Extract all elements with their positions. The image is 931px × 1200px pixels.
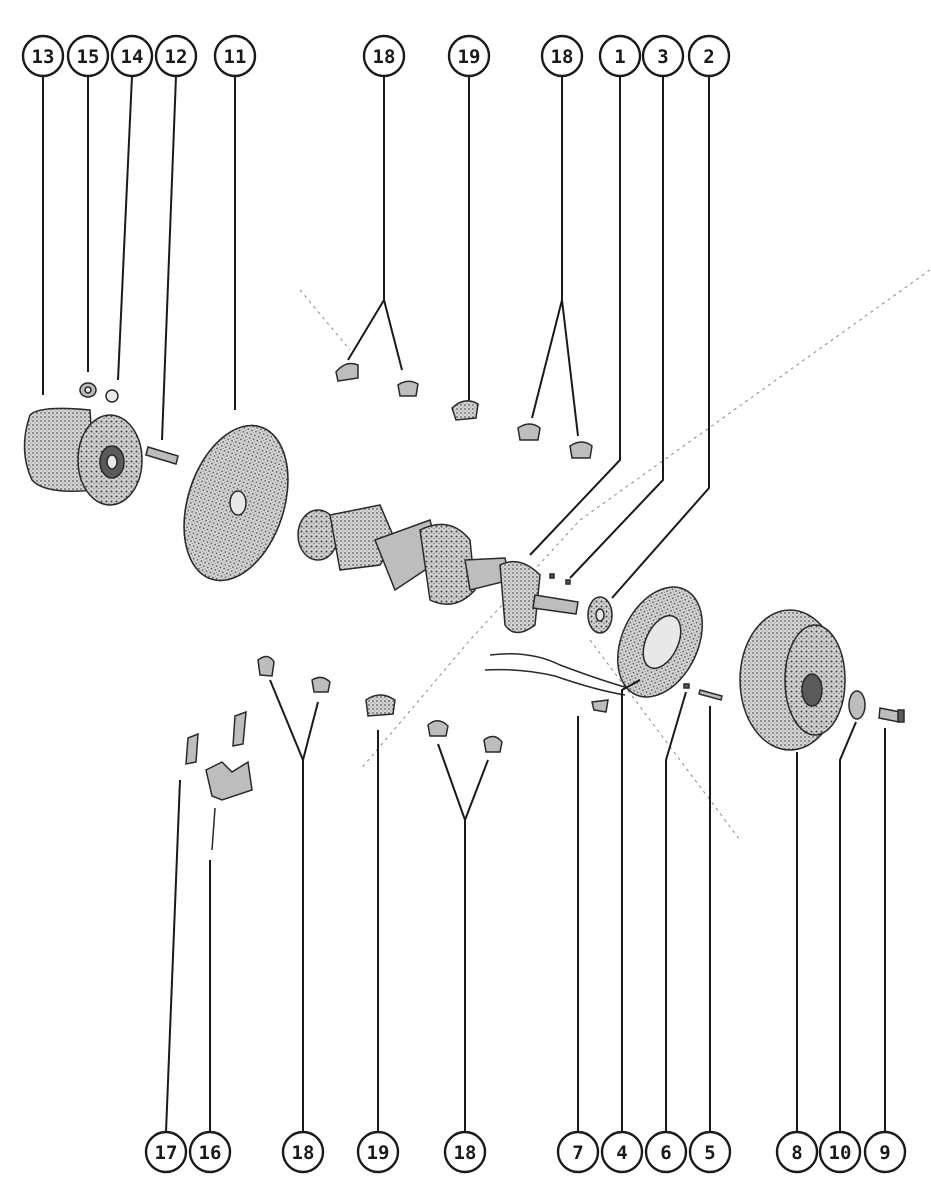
- svg-text:11: 11: [224, 46, 247, 68]
- part-11-flywheel: [183, 424, 289, 582]
- callout-3: 3: [641, 34, 685, 78]
- svg-text:17: 17: [155, 1142, 178, 1164]
- svg-text:8: 8: [791, 1142, 802, 1164]
- callout-19-upper: 19: [447, 34, 491, 78]
- part-6-screw: [683, 683, 690, 689]
- svg-text:7: 7: [572, 1142, 583, 1164]
- callout-8: 8: [775, 1130, 819, 1174]
- svg-text:5: 5: [704, 1142, 715, 1164]
- svg-text:18: 18: [292, 1142, 315, 1164]
- bearing-shells-lower: [257, 655, 503, 753]
- svg-text:16: 16: [199, 1142, 222, 1164]
- part-5-screw: [698, 689, 723, 701]
- bearing-shells-upper: [335, 362, 593, 459]
- svg-text:15: 15: [77, 46, 100, 68]
- part-17-insert: [185, 710, 247, 765]
- svg-text:2: 2: [703, 46, 714, 68]
- part-9-bolt: [878, 707, 905, 723]
- callout-9: 9: [863, 1130, 907, 1174]
- callout-17: 17: [144, 1130, 188, 1174]
- callout-14: 14: [110, 34, 154, 78]
- part-12-stud: [145, 446, 179, 465]
- svg-text:18: 18: [373, 46, 396, 68]
- part-1-key: [549, 573, 555, 579]
- part-10-washer: [848, 690, 866, 720]
- svg-text:18: 18: [551, 46, 574, 68]
- callout-6: 6: [644, 1130, 688, 1174]
- callout-18-lower-right: 18: [443, 1130, 487, 1174]
- part-2-washer: [587, 596, 613, 634]
- part-7-clip: [591, 699, 609, 713]
- part-3-key: [565, 579, 571, 585]
- svg-text:1: 1: [614, 46, 625, 68]
- part-4-stator: [484, 586, 704, 698]
- crankshaft: [297, 504, 579, 634]
- part-13-housing: [23, 407, 143, 506]
- svg-text:19: 19: [367, 1142, 390, 1164]
- svg-text:6: 6: [660, 1142, 671, 1164]
- callout-7: 7: [556, 1130, 600, 1174]
- callout-10: 10: [818, 1130, 862, 1174]
- svg-text:14: 14: [121, 46, 144, 68]
- part-14-washer: [105, 389, 119, 403]
- callout-18-upper-left: 18: [362, 34, 406, 78]
- svg-text:12: 12: [165, 46, 188, 68]
- callout-13: 13: [21, 34, 65, 78]
- callout-12: 12: [154, 34, 198, 78]
- callouts-bottom: 17 16 18 19 18 7 4 6: [144, 1130, 907, 1174]
- part-15-bushing: [79, 382, 97, 398]
- callout-5: 5: [688, 1130, 732, 1174]
- callout-16: 16: [188, 1130, 232, 1174]
- callout-18-lower-left: 18: [281, 1130, 325, 1174]
- callout-19-lower: 19: [356, 1130, 400, 1174]
- svg-text:19: 19: [458, 46, 481, 68]
- part-16-bracket: [205, 760, 253, 851]
- svg-text:13: 13: [32, 46, 55, 68]
- callout-4: 4: [600, 1130, 644, 1174]
- svg-text:10: 10: [829, 1142, 852, 1164]
- callout-1: 1: [598, 34, 642, 78]
- part-8-rotor: [739, 609, 846, 751]
- callout-2: 2: [687, 34, 731, 78]
- svg-text:4: 4: [616, 1142, 627, 1164]
- callout-11: 11: [213, 34, 257, 78]
- svg-text:3: 3: [657, 46, 668, 68]
- callouts-top: 13 15 14 12 11 18 19 18: [21, 34, 731, 78]
- callout-18-upper-right: 18: [540, 34, 584, 78]
- leader-lines: [42, 75, 886, 1133]
- callout-15: 15: [66, 34, 110, 78]
- svg-text:18: 18: [454, 1142, 477, 1164]
- svg-text:9: 9: [879, 1142, 890, 1164]
